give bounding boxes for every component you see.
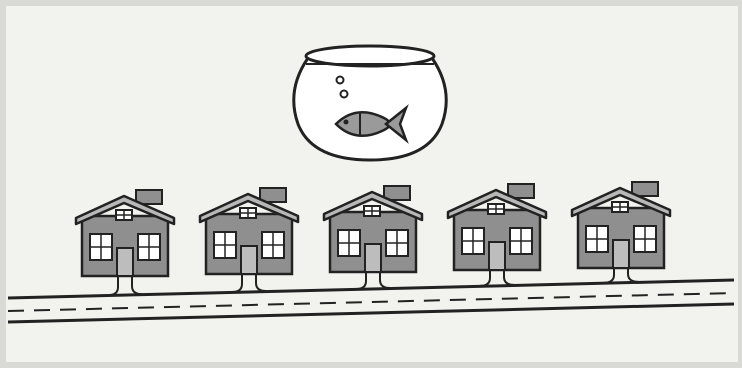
chimney [135,189,163,205]
fishbowl-icon [292,44,448,162]
door [116,247,134,277]
attic-window [611,201,629,213]
house-icon [570,181,672,284]
road-icon [7,278,735,324]
fish-tail [383,104,409,144]
window-left [337,229,361,257]
roof [446,188,548,220]
window-right [385,229,409,257]
walkway-right [627,268,639,283]
attic-window [239,207,257,219]
window-left [461,227,485,255]
walkway-left [231,274,243,294]
road-edge-top [7,278,735,300]
walkway-left [107,276,119,297]
houses-row [74,181,672,297]
walkway-left [479,270,491,287]
walkway-left [603,268,615,284]
roof [198,192,300,224]
fish-eye [343,119,349,125]
house-icon [446,183,548,287]
window-right [509,227,533,255]
door [364,243,382,273]
bubble-icon [335,75,345,85]
door [488,241,506,271]
chimney [259,187,287,203]
house-icon [74,189,176,297]
walkway-right [255,274,267,293]
house-icon [198,187,300,294]
fish-icon [334,104,409,144]
walkway-right [131,276,143,296]
chimney [507,183,535,199]
walkway-left [355,272,367,290]
window-right [137,233,161,261]
bubble-icon [339,89,349,99]
window-left [213,231,237,259]
roof [570,186,672,218]
walkway-right [379,272,391,289]
door [240,245,258,275]
roof [322,190,424,222]
road-edge-bottom [7,302,735,324]
walkway-right [503,270,515,286]
window-left [89,233,113,261]
attic-window [115,209,133,221]
window-right [261,231,285,259]
bowl-rim [304,44,436,68]
door [612,239,630,269]
chimney [383,185,411,201]
roof [74,194,176,226]
bowl-body [292,56,448,162]
chimney [631,181,659,197]
house-icon [322,185,424,290]
window-right [633,225,657,253]
attic-window [487,203,505,215]
road-center-dashes [7,292,735,312]
window-left [585,225,609,253]
attic-window [363,205,381,217]
